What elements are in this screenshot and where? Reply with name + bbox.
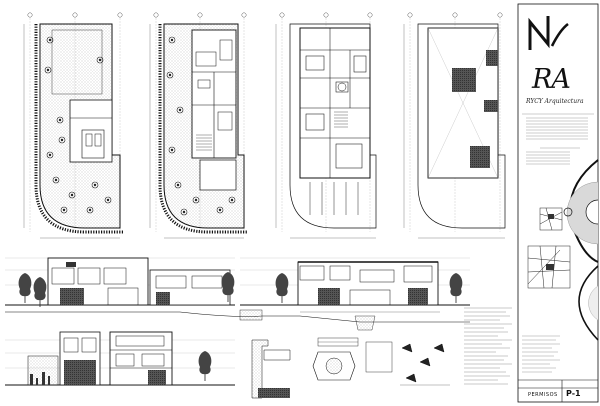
plan-upper-floor — [275, 12, 377, 239]
firm-logo-initials: RA — [532, 64, 571, 95]
plan-site — [23, 12, 124, 239]
firm-name: RYCY Arquitectura — [526, 98, 584, 105]
site-section — [5, 309, 470, 331]
general-notes — [464, 307, 512, 385]
plan-ground-floor — [149, 12, 248, 239]
sheet-title: PERMISOS — [528, 392, 558, 398]
front-elevation — [5, 257, 235, 308]
sheet-number: P-1 — [566, 389, 581, 398]
construction-details — [251, 337, 450, 399]
title-block-frame — [517, 3, 599, 403]
side-elevation — [240, 257, 470, 313]
plan-roof — [403, 12, 506, 239]
section-a — [5, 331, 235, 386]
